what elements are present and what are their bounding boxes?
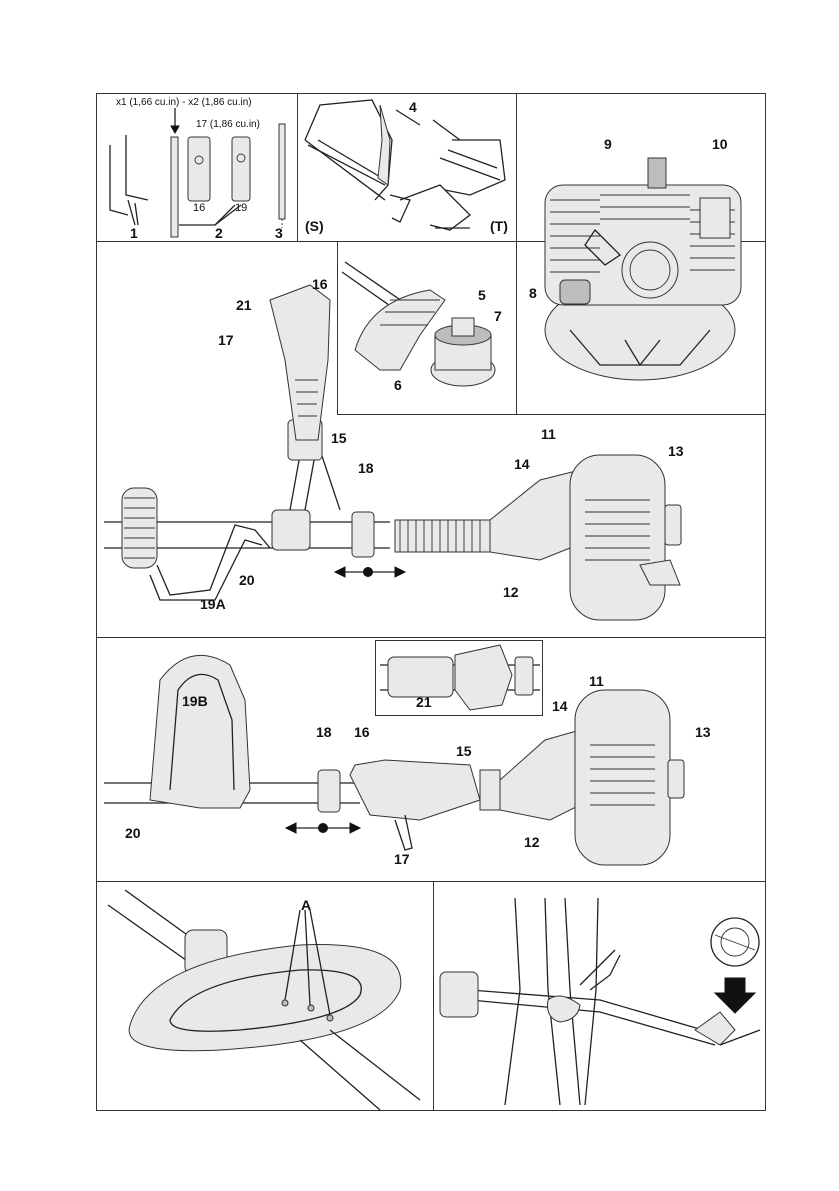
label-7: 7 bbox=[494, 309, 502, 323]
capacity-note-17: 17 (1,86 cu.in) bbox=[196, 120, 260, 130]
label-a: A bbox=[301, 898, 311, 912]
label-1: 1 bbox=[130, 226, 138, 240]
label-6: 6 bbox=[394, 378, 402, 392]
label-21-bike: 21 bbox=[236, 298, 252, 312]
rod-illustration bbox=[279, 124, 285, 228]
loop-guard-detail-illustration bbox=[108, 890, 420, 1110]
label-8: 8 bbox=[529, 286, 537, 300]
label-20-bike: 20 bbox=[239, 573, 255, 587]
label-15-loop: 15 bbox=[456, 744, 472, 758]
label-18-bike: 18 bbox=[358, 461, 374, 475]
label-3: 3 bbox=[275, 226, 283, 240]
label-11-bike: 11 bbox=[541, 427, 556, 441]
label-shield-s: (S) bbox=[305, 219, 324, 233]
throttle-inset-illustration bbox=[380, 645, 540, 710]
label-16-tools: 16 bbox=[193, 203, 205, 214]
label-shield-t: (T) bbox=[490, 219, 508, 233]
label-21-loop: 21 bbox=[416, 695, 432, 709]
capacity-note: x1 (1,66 cu.in) - x2 (1,86 cu.in) bbox=[116, 98, 252, 108]
hex-keys-illustration bbox=[110, 135, 148, 225]
label-14-bike: 14 bbox=[514, 457, 530, 471]
label-16-bike: 16 bbox=[312, 277, 328, 291]
label-5: 5 bbox=[478, 288, 486, 302]
label-17-loop: 17 bbox=[394, 852, 410, 866]
label-14-loop: 14 bbox=[552, 699, 568, 713]
label-12-loop: 12 bbox=[524, 835, 540, 849]
shield-s-illustration bbox=[305, 100, 410, 222]
label-16-loop: 16 bbox=[354, 725, 370, 739]
label-17-bike: 17 bbox=[218, 333, 234, 347]
label-10: 10 bbox=[712, 137, 728, 151]
label-4: 4 bbox=[409, 100, 417, 114]
label-2: 2 bbox=[215, 226, 223, 240]
cutting-head-illustration bbox=[342, 262, 495, 386]
label-12-bike: 12 bbox=[503, 585, 519, 599]
engine-illustration bbox=[545, 158, 741, 380]
label-18-loop: 18 bbox=[316, 725, 332, 739]
label-20-loop: 20 bbox=[125, 826, 141, 840]
label-11-loop: 11 bbox=[589, 674, 604, 688]
shield-t-illustration bbox=[396, 110, 505, 230]
label-13-loop: 13 bbox=[695, 725, 711, 739]
label-19-tools: 19 bbox=[235, 203, 247, 214]
label-19a: 19A bbox=[200, 597, 226, 611]
label-15-bike: 15 bbox=[331, 431, 347, 445]
label-13-bike: 13 bbox=[668, 444, 684, 458]
label-19b: 19B bbox=[182, 694, 208, 708]
label-9: 9 bbox=[604, 137, 612, 151]
operator-illustration bbox=[440, 898, 760, 1105]
